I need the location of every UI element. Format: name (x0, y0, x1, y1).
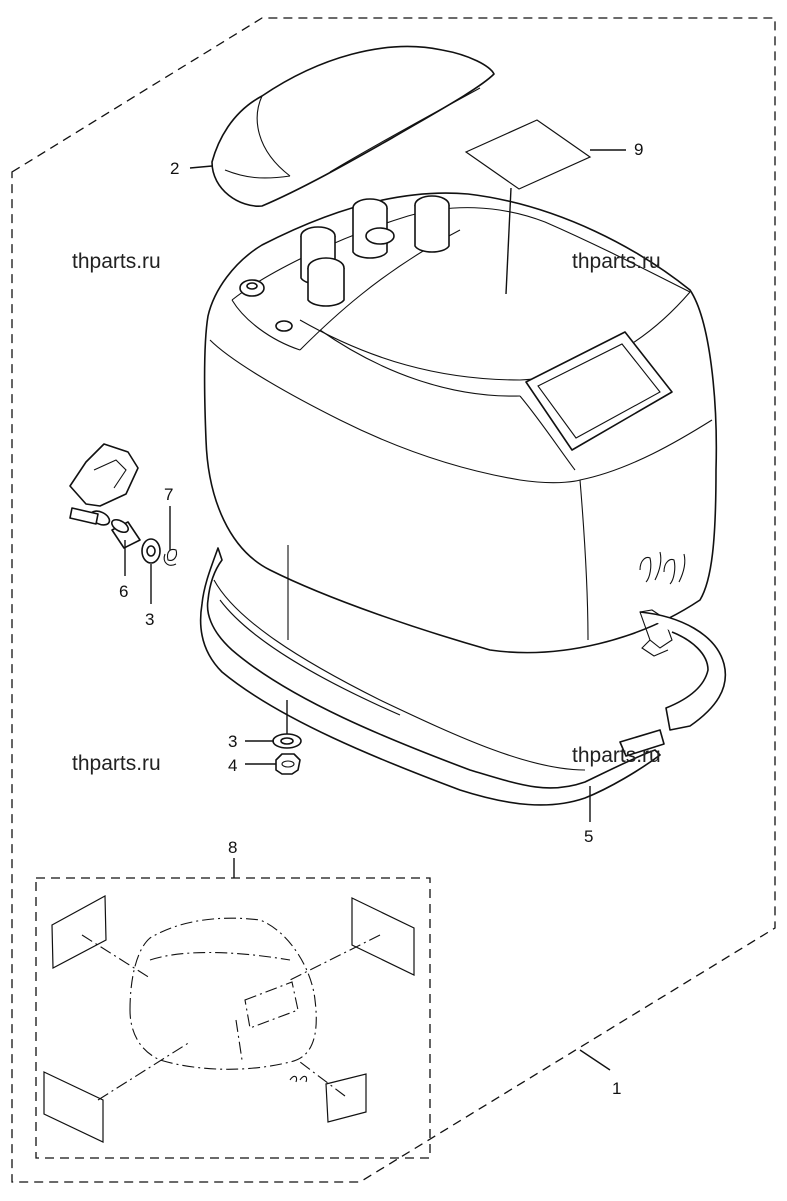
callout-9: 9 (634, 140, 643, 159)
callout-6: 6 (119, 582, 128, 601)
washer-part-3-upper (141, 538, 161, 564)
cowling-bosses (239, 195, 450, 332)
top-cap-part (211, 45, 495, 207)
assembly-boundary (11, 17, 776, 1183)
washer-part-3-lower (272, 733, 302, 749)
callout-7: 7 (164, 485, 173, 504)
callout-8: 8 (228, 838, 237, 857)
watermark-top-right: thparts.ru (572, 250, 661, 273)
nut-part-4 (275, 753, 301, 775)
watermark-bottom-right: thparts.ru (572, 744, 661, 767)
latch-assembly (69, 443, 178, 566)
lower-hardware (272, 700, 302, 775)
watermark-bottom-left: thparts.ru (72, 752, 161, 775)
brand-logo (639, 551, 686, 585)
decal-set-inset-part-8 (35, 877, 431, 1159)
clip-part-7 (163, 548, 178, 566)
callout-4: 4 (228, 756, 237, 775)
watermark-top-left: thparts.ru (72, 250, 161, 273)
callout-2: 2 (170, 159, 179, 178)
callout-3-lower: 3 (228, 732, 237, 751)
decal-part-9 (464, 119, 592, 190)
callout-leaders (124, 149, 626, 1071)
sleeve-part-6 (111, 518, 141, 549)
callout-5: 5 (584, 827, 593, 846)
callout-1: 1 (612, 1079, 621, 1098)
seal-rubber-part-5 (199, 547, 727, 806)
top-cowling-body (203, 192, 718, 657)
callout-3-upper: 3 (145, 610, 154, 629)
